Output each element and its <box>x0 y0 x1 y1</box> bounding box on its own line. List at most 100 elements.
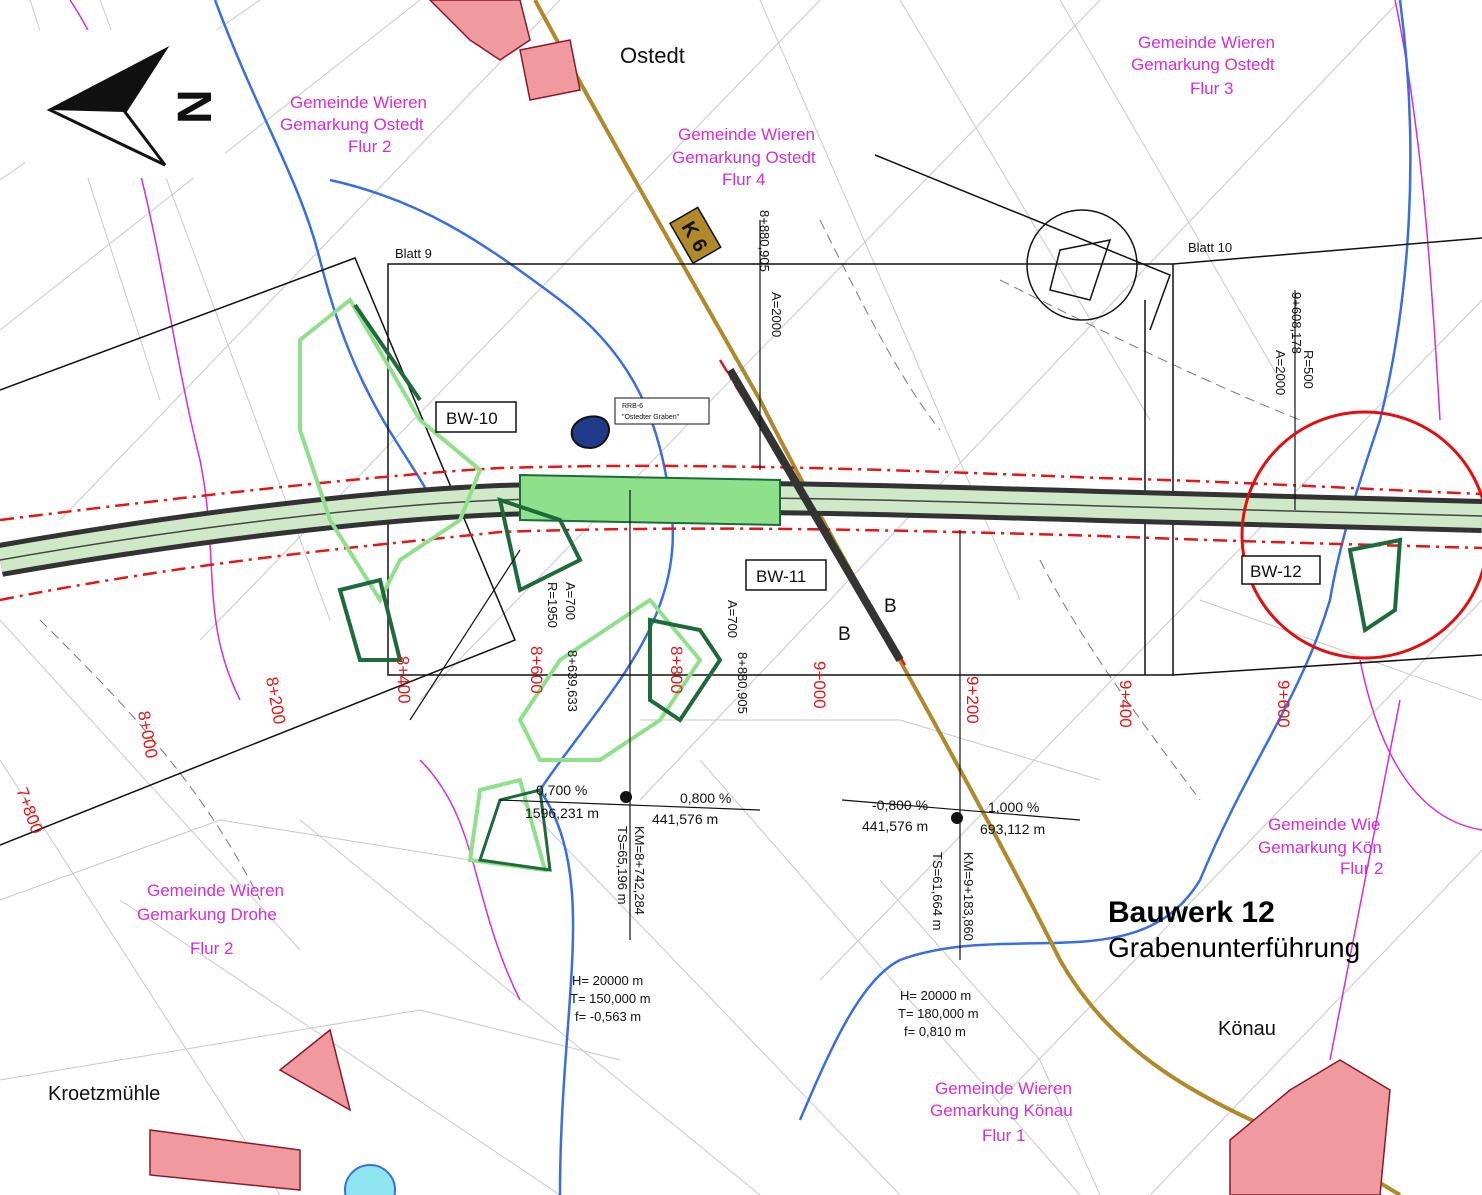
svg-text:A=700: A=700 <box>563 582 578 620</box>
station-9200: 9+200 <box>963 676 982 724</box>
svg-text:441,576 m: 441,576 m <box>862 818 928 834</box>
basin-rrb6 <box>570 415 610 450</box>
station-9600: 9+600 <box>1274 680 1293 728</box>
svg-text:R=500: R=500 <box>1301 350 1316 389</box>
bridge-bw11 <box>726 367 904 663</box>
svg-text:Flur 2: Flur 2 <box>348 137 391 156</box>
road-symbol <box>874 154 1171 331</box>
svg-text:Gemeinde Wieren: Gemeinde Wieren <box>1138 33 1275 52</box>
station-8800: 8+800 <box>667 646 686 694</box>
section-mark-b1: B <box>838 624 851 645</box>
svg-text:9+608,178: 9+608,178 <box>1289 292 1304 354</box>
svg-text:0,700 %: 0,700 % <box>536 782 587 798</box>
caption-subtitle: Grabenunterführung <box>1108 932 1361 963</box>
settlements <box>149 0 1391 1195</box>
station-9400: 9+400 <box>1116 680 1135 728</box>
parcel-label-ostedt-flur2: Gemeinde Wieren Gemarkung Ostedt Flur 2 <box>280 93 427 156</box>
station-8000: 8+000 <box>134 709 161 759</box>
svg-text:f= 0,810 m: f= 0,810 m <box>904 1024 966 1039</box>
sheet-frames <box>0 237 1482 846</box>
svg-text:H= 20000 m: H= 20000 m <box>900 988 971 1003</box>
svg-text:Gemeinde Wieren: Gemeinde Wieren <box>935 1079 1072 1098</box>
alignment-lines <box>409 220 1296 960</box>
svg-text:"Ostedter Graben": "Ostedter Graben" <box>622 414 680 421</box>
water-courses <box>213 0 1412 1195</box>
station-8400: 8+400 <box>393 655 414 703</box>
svg-text:Gemarkung Könau: Gemarkung Könau <box>930 1101 1073 1120</box>
svg-text:Gemeinde Wie: Gemeinde Wie <box>1268 815 1380 834</box>
svg-text:TS=65,196 m: TS=65,196 m <box>615 826 630 904</box>
svg-text:Flur 1: Flur 1 <box>982 1126 1025 1145</box>
svg-text:8+880,905: 8+880,905 <box>735 652 750 714</box>
caption-title: Bauwerk 12 <box>1108 896 1275 929</box>
svg-text:A=700: A=700 <box>725 600 740 638</box>
svg-text:H= 20000 m: H= 20000 m <box>572 973 643 988</box>
sheet-label-10: Blatt 10 <box>1188 240 1232 255</box>
place-konau: Könau <box>1218 1018 1276 1040</box>
profile-point-1 <box>620 791 632 803</box>
svg-text:Gemarkung Kön: Gemarkung Kön <box>1258 838 1382 857</box>
svg-text:Gemarkung Ostedt: Gemarkung Ostedt <box>1131 55 1275 74</box>
svg-text:A=2000: A=2000 <box>769 292 784 337</box>
profile-1: 0,700 % 1596,231 m 0,800 % 441,576 m KM=… <box>525 782 731 1024</box>
svg-text:0,800 %: 0,800 % <box>680 790 731 806</box>
svg-text:Gemarkung Drohe: Gemarkung Drohe <box>137 905 277 924</box>
parcel-label-ostedt-flur3: Gemeinde Wieren Gemarkung Ostedt Flur 3 <box>1131 33 1275 98</box>
svg-text:BW-12: BW-12 <box>1250 562 1302 581</box>
station-9000: 9+000 <box>810 661 829 709</box>
parcel-label-ostedt-flur4: Gemeinde Wieren Gemarkung Ostedt Flur 4 <box>672 125 816 189</box>
svg-text:8+639,633: 8+639,633 <box>565 650 580 712</box>
structure-bw12: BW-12 <box>1241 555 1321 585</box>
svg-text:Flur 2: Flur 2 <box>190 939 233 958</box>
svg-text:R=1950: R=1950 <box>545 582 560 628</box>
svg-text:1,000 %: 1,000 % <box>988 799 1039 815</box>
road-k6 <box>533 0 1402 1195</box>
profile-point-2 <box>951 812 963 824</box>
svg-text:RRB-6: RRB-6 <box>622 403 643 410</box>
svg-text:BW-11: BW-11 <box>756 567 806 586</box>
structure-bw11: BW-11 <box>745 559 827 591</box>
svg-text:KM=9+183,860: KM=9+183,860 <box>961 852 976 941</box>
north-arrow: N <box>25 30 225 178</box>
station-8600: 8+600 <box>527 646 546 694</box>
svg-text:1596,231 m: 1596,231 m <box>525 805 599 821</box>
svg-text:Flur 3: Flur 3 <box>1190 79 1233 98</box>
parcel-label-drohe-flur2: Gemeinde Wieren Gemarkung Drohe Flur 2 <box>137 881 284 958</box>
svg-text:Gemeinde Wieren: Gemeinde Wieren <box>147 881 284 900</box>
place-ostedt: Ostedt <box>620 43 685 68</box>
svg-text:TS=61,664 m: TS=61,664 m <box>930 852 945 930</box>
parcel-label-konau-flur2: Gemeinde Wie Gemarkung Kön Flur 2 <box>1258 815 1383 878</box>
place-kroetzmuehle: Kroetzmühle <box>48 1083 160 1105</box>
basin-label: RRB-6 "Ostedter Graben" <box>614 397 710 425</box>
svg-text:Flur 4: Flur 4 <box>722 170 765 189</box>
highlight-circle <box>1240 410 1482 660</box>
svg-text:-0,800 %: -0,800 % <box>872 797 928 813</box>
svg-text:BW-10: BW-10 <box>446 409 498 428</box>
road-label-k6: K 6 <box>668 206 722 265</box>
svg-text:KM=8+742,284: KM=8+742,284 <box>632 826 647 915</box>
profile-2: -0,800 % 441,576 m 1,000 % 693,112 m KM=… <box>862 797 1045 1039</box>
station-8200: 8+200 <box>262 675 289 725</box>
svg-text:441,576 m: 441,576 m <box>652 811 718 827</box>
structure-bw10: BW-10 <box>435 401 517 433</box>
svg-text:Gemeinde Wieren: Gemeinde Wieren <box>678 125 815 144</box>
svg-text:f= -0,563 m: f= -0,563 m <box>575 1009 641 1024</box>
svg-text:T= 150,000 m: T= 150,000 m <box>570 991 651 1006</box>
svg-text:Gemeinde Wieren: Gemeinde Wieren <box>290 93 427 112</box>
svg-text:Gemarkung Ostedt: Gemarkung Ostedt <box>280 115 424 134</box>
sheet-label-9: Blatt 9 <box>395 246 432 261</box>
section-mark-b2: B <box>884 596 897 617</box>
parcel-label-konau-flur1: Gemeinde Wieren Gemarkung Könau Flur 1 <box>930 1079 1073 1145</box>
green-areas <box>298 296 1403 873</box>
pond <box>344 1164 396 1195</box>
svg-text:T= 180,000 m: T= 180,000 m <box>898 1006 979 1021</box>
svg-text:693,112 m: 693,112 m <box>980 821 1045 837</box>
north-label: N <box>169 89 222 124</box>
road-corridor <box>0 473 1482 577</box>
terrain-lines <box>39 219 1301 901</box>
alignment-labels: 8+880,905 A=2000 9+608,178 A=2000 R=500 … <box>545 210 1316 714</box>
svg-text:Flur 2: Flur 2 <box>1340 859 1383 878</box>
svg-text:Gemarkung Ostedt: Gemarkung Ostedt <box>672 148 816 167</box>
